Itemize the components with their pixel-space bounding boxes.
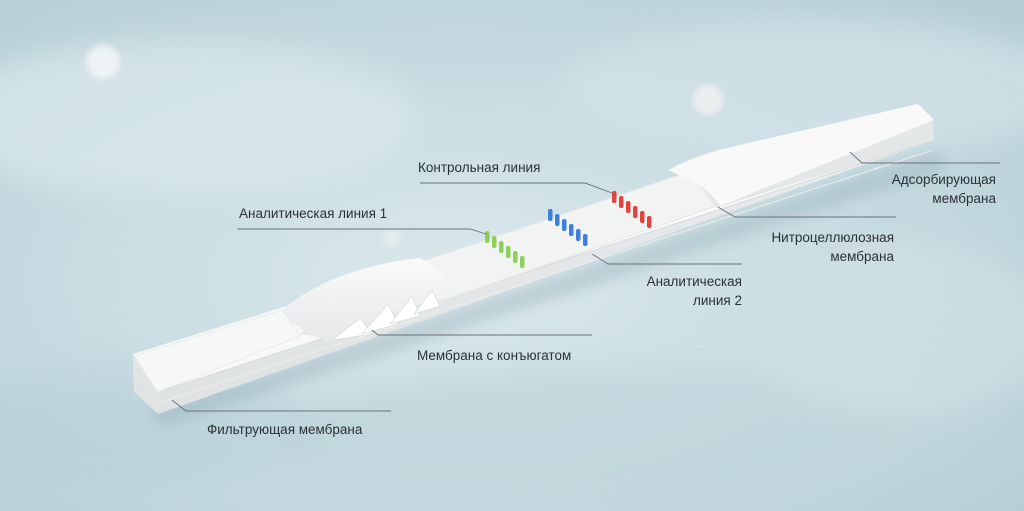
analytical-line-2-label: Аналитическая линия 2 — [612, 272, 742, 310]
leader-filter-membrane — [171, 399, 391, 412]
leader-adsorbing-membrane — [849, 151, 1000, 164]
analytical-line-1-markers — [485, 231, 525, 268]
leader-analytical-line-2 — [591, 253, 742, 265]
filter-membrane-label: Фильтрующая мембрана — [207, 422, 363, 437]
analytical-line-1-label: Аналитическая линия 1 — [239, 206, 388, 221]
leader-lines — [171, 151, 1000, 412]
leader-analytical-line-1 — [237, 228, 487, 235]
adsorbing-membrane-label-line1: Адсорбирующая — [891, 172, 996, 187]
adsorbing-membrane-label-line2: мембрана — [932, 191, 996, 206]
filter-membrane — [133, 309, 301, 393]
nitrocellulose-membrane-label: Нитроцеллюлозная мембрана — [738, 228, 894, 266]
analytical-line-2-markers — [548, 209, 588, 246]
adsorbing-membrane-label: Адсорбирующая мембрана — [856, 170, 996, 208]
background-particles — [86, 45, 723, 247]
leader-nitrocellulose-membrane — [717, 206, 896, 218]
leader-control-line — [420, 182, 613, 194]
strip-shadow — [150, 150, 945, 428]
adsorbing-membrane-top — [668, 104, 934, 206]
conjugate-membrane-label: Мембрана с конъюгатом — [417, 348, 572, 363]
control-line-label: Контрольная линия — [418, 160, 541, 175]
leader-conjugate-membrane — [371, 329, 592, 336]
nitrocellulose-membrane-label-line1: Нитроцеллюлозная — [771, 230, 894, 245]
strip-front-face — [133, 354, 158, 414]
conjugate-membrane-top — [280, 258, 456, 342]
conjugate-membrane-folds — [330, 289, 441, 341]
control-line-markers — [612, 191, 652, 228]
analytical-line-2-label-line1: Аналитическая — [646, 274, 742, 289]
analytical-line-2-label-line2: линия 2 — [693, 293, 742, 308]
nitrocellulose-membrane-label-line2: мембрана — [830, 249, 894, 264]
